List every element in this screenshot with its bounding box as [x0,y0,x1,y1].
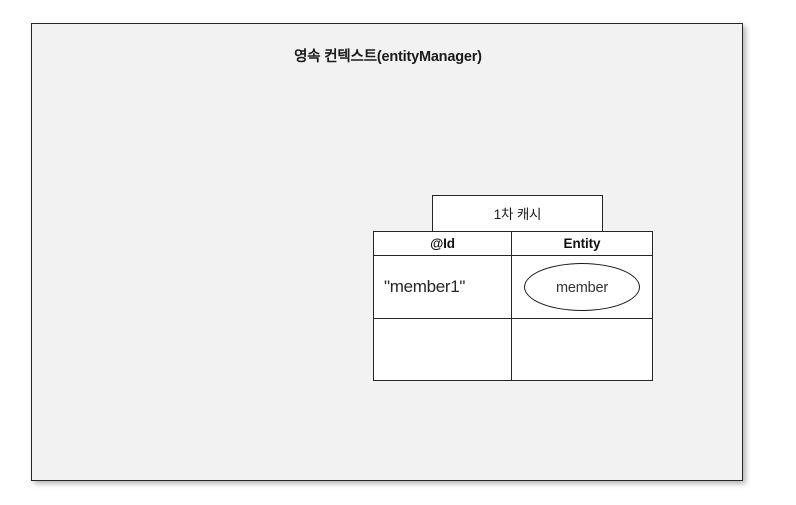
entity-id-value: "member1" [384,277,466,296]
slide-canvas: 영속 컨텍스트(entityManager) 1차 캐시 @Id Entity … [31,23,743,481]
cell-id-empty [373,318,512,381]
table-row [373,318,653,381]
table-row: "member1" member [373,255,653,319]
cell-entity-empty [511,318,653,381]
page-title: 영속 컨텍스트(entityManager) [294,49,482,65]
cache-tab-label: 1차 캐시 [493,207,542,222]
column-header-id: @Id [373,231,512,256]
cache-table: @Id Entity "member1" member [373,231,653,381]
cell-id: "member1" [373,255,512,319]
cell-entity: member [511,255,653,319]
table-header-row: @Id Entity [373,231,653,256]
column-header-entity: Entity [511,231,653,256]
cache-tab: 1차 캐시 [432,195,603,232]
entity-instance-ellipse: member [524,263,640,311]
